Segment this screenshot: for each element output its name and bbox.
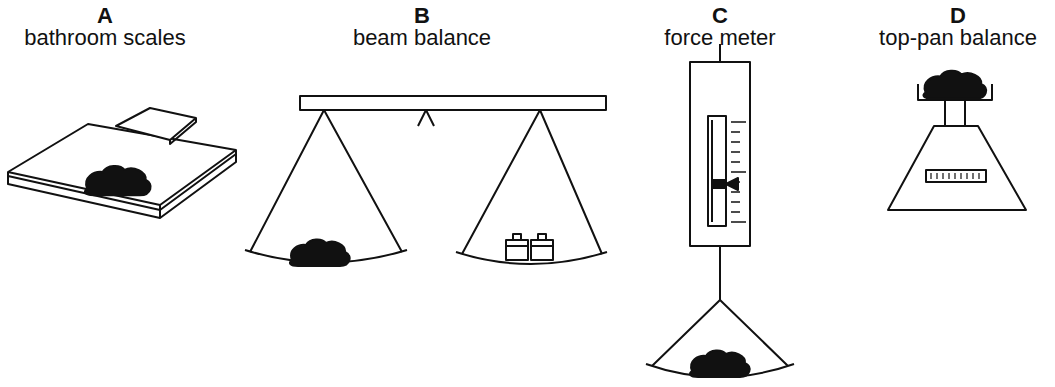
scale-tick [731,131,740,133]
instrument-name: beam balance [353,26,491,50]
display-segment [960,173,961,179]
bathroom-scales [8,108,236,218]
scale-tick [731,191,740,193]
display-segment [936,173,937,179]
scale-tick [731,151,740,153]
display-segment [972,173,973,179]
force-meter [646,44,794,377]
figure-letter: B [414,4,430,28]
instrument-name: bathroom scales [24,26,185,50]
instrument-name: force meter [664,26,775,50]
scale-tick [731,171,746,173]
display-segment [942,173,943,179]
display-segment [948,173,949,179]
display-segment [978,173,979,179]
scale-tick [731,141,740,143]
scale-tick [731,161,740,163]
display-segment [966,173,967,179]
scale-tick [731,121,746,123]
figure-letter: D [950,4,966,28]
scale-tick [731,221,746,223]
display-segment [954,173,955,179]
display-segment [930,173,931,179]
beam-balance [245,96,607,266]
scale-tick [731,201,740,203]
top-pan-balance [888,71,1026,210]
weights [506,234,553,260]
figure-letter: A [97,4,113,28]
figure-letter: C [712,4,728,28]
instrument-name: top-pan balance [879,26,1037,50]
scale-tick [731,211,740,213]
